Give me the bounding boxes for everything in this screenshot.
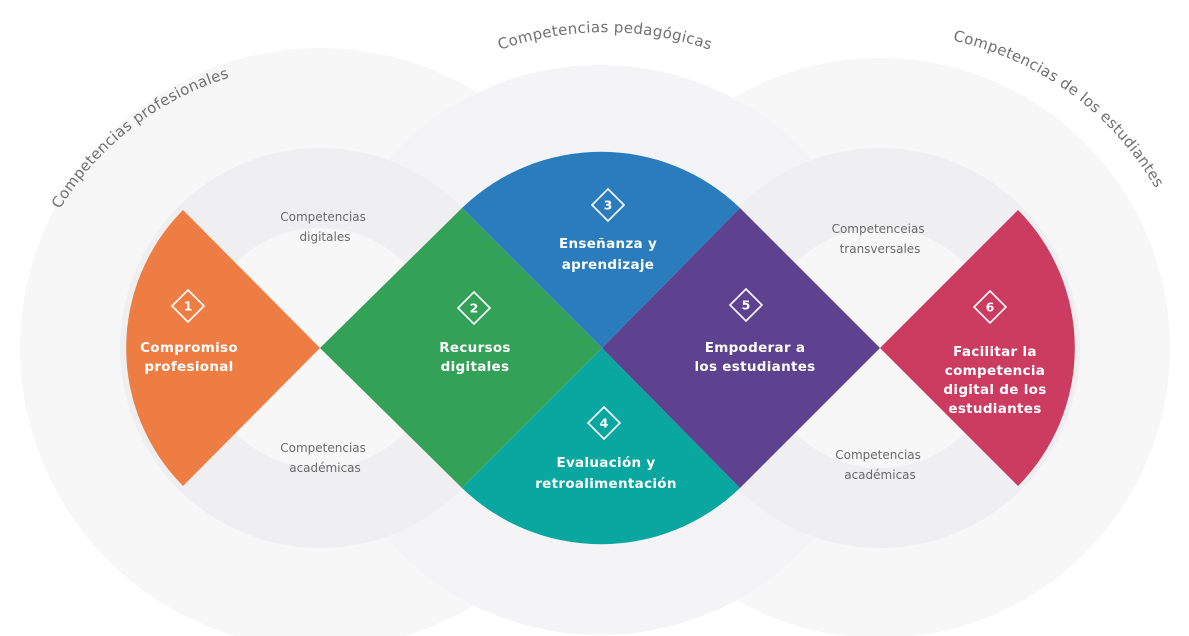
segment-1-label: Compromiso profesional [140, 340, 238, 375]
segment-5-number: 5 [742, 298, 751, 313]
diamond-icon [170, 288, 206, 324]
number-badge-2: 2 [456, 290, 492, 326]
segment-3-shape [462, 151, 740, 348]
segment-6-learner-competence[interactable]: 6 Facilitar la competencia digital de los e… [880, 210, 1075, 486]
segment-4-label-line-1: Evaluación y [556, 455, 655, 471]
number-badge-4: 4 [586, 405, 622, 441]
segment-3-label-line-1: Enseñanza y [559, 236, 657, 252]
segment-3-teaching-learning[interactable]: 3 Enseñanza y aprendizaje [462, 151, 740, 348]
segment-2-label: Recursos digitales [439, 340, 511, 375]
diamond-icon [972, 289, 1008, 325]
svg-text:Competencias pedagógicas: Competencias pedagógicas [495, 18, 714, 54]
side-label-digital: Competencias digitales [280, 210, 369, 244]
diamond-icon [728, 287, 764, 323]
side-label-digital-line-2: digitales [300, 230, 351, 244]
segment-2-digital-resources[interactable]: 2 Recursos digitales [320, 208, 602, 488]
number-badge-5: 5 [728, 287, 764, 323]
segment-5-shape [602, 208, 880, 488]
segment-5-empowering-learners[interactable]: 5 Empoderar a los estudiantes [602, 208, 880, 488]
side-label-academic-right-line-1: Competencias [835, 448, 921, 462]
side-label-transversal-line-2: transversales [840, 242, 921, 256]
segment-6-label-line-4: estudiantes [948, 401, 1041, 417]
segment-4-shape [462, 348, 740, 545]
diamond-icon [456, 290, 492, 326]
segment-3-label-line-2: aprendizaje [562, 257, 655, 273]
side-label-academic-right: Competencias académicas [835, 448, 924, 482]
segment-3-number: 3 [604, 198, 613, 213]
segment-5-label: Empoderar a los estudiantes [694, 340, 815, 375]
segment-6-number: 6 [986, 300, 995, 315]
number-badge-1: 1 [170, 288, 206, 324]
segment-2-label-line-1: Recursos [439, 340, 511, 356]
segment-6-label-line-2: competencia [945, 363, 1045, 379]
diamond-icon [590, 187, 626, 223]
segment-4-number: 4 [600, 416, 609, 431]
side-label-transversal: Competenceias transversales [832, 222, 929, 256]
arc-label-pedagogical: Competencias pedagógicas [495, 18, 714, 54]
segment-3-label: Enseñanza y aprendizaje [559, 236, 657, 273]
side-label-academic-left: Competencias académicas [280, 441, 369, 475]
segment-1-professional-engagement[interactable]: 1 Compromiso profesional [126, 210, 320, 486]
diamond-icon [586, 405, 622, 441]
side-label-academic-right-line-2: académicas [844, 468, 916, 482]
segment-6-label: Facilitar la competencia digital de los est… [943, 344, 1046, 417]
number-badge-6: 6 [972, 289, 1008, 325]
segment-4-label: Evaluación y retroalimentación [535, 455, 677, 492]
segment-1-number: 1 [184, 299, 193, 314]
side-label-transversal-line-1: Competenceias [832, 222, 925, 236]
segment-6-shape [880, 210, 1075, 486]
side-label-academic-left-line-2: académicas [289, 461, 361, 475]
side-label-digital-line-1: Competencias [280, 210, 366, 224]
segment-1-shape [126, 210, 320, 486]
number-badge-3: 3 [590, 187, 626, 223]
segment-2-shape [320, 208, 602, 488]
segment-1-label-line-2: profesional [144, 359, 233, 375]
segment-4-label-line-2: retroalimentación [535, 476, 677, 492]
segment-2-number: 2 [470, 301, 479, 316]
segment-4-assessment[interactable]: 4 Evaluación y retroalimentación [462, 348, 740, 545]
segment-6-label-line-1: Facilitar la [953, 344, 1037, 360]
segment-5-label-line-1: Empoderar a [705, 340, 806, 356]
segment-6-label-line-3: digital de los [943, 382, 1046, 398]
segment-1-label-line-1: Compromiso [140, 340, 238, 356]
side-label-academic-left-line-1: Competencias [280, 441, 366, 455]
segment-2-label-line-2: digitales [441, 359, 510, 375]
segment-5-label-line-2: los estudiantes [694, 359, 815, 375]
